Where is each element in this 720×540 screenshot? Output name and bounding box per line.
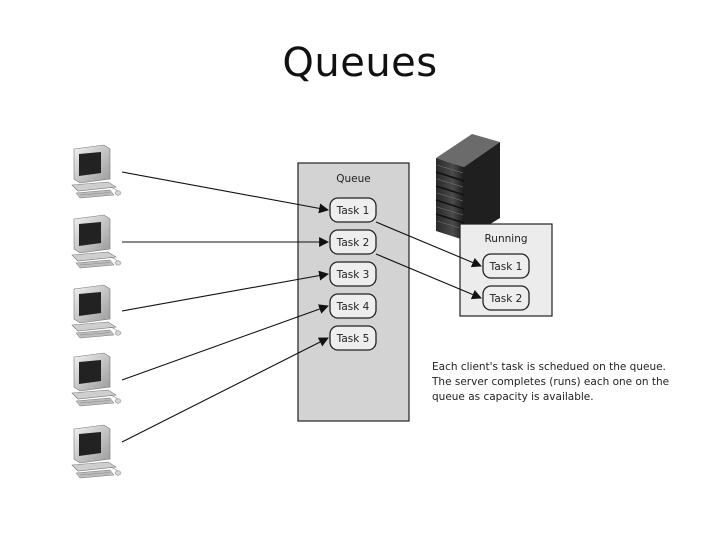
queue-task: Task 2 xyxy=(329,229,377,255)
client-to-queue-arrow xyxy=(121,337,329,443)
queue-task: Task 3 xyxy=(329,261,377,287)
queue-task-label: Task 4 xyxy=(336,301,370,313)
client-computer-icon xyxy=(71,214,122,269)
client-computer-icon xyxy=(71,424,122,479)
queue-task-label: Task 5 xyxy=(336,333,370,345)
client-to-queue-arrow xyxy=(121,171,329,214)
running-label: Running xyxy=(484,233,527,245)
client-to-queue-arrow xyxy=(121,270,329,312)
caption-line: The server completes (runs) each one on … xyxy=(432,376,670,388)
slide-title: Queues xyxy=(282,40,438,86)
running-task-label: Task 1 xyxy=(489,261,523,273)
caption-line: Each client's task is schedued on the qu… xyxy=(432,361,666,373)
queue-task: Task 1 xyxy=(329,197,377,223)
client-to-queue-arrow xyxy=(121,304,329,381)
running-task-label: Task 2 xyxy=(489,293,523,305)
queue-to-running-arrow xyxy=(375,253,482,300)
server-rack-icon xyxy=(435,134,500,240)
client-computer-icon xyxy=(71,352,122,407)
queue-task: Task 4 xyxy=(329,293,377,319)
caption-line: queue as capacity is available. xyxy=(432,391,594,403)
queue-task: Task 5 xyxy=(329,325,377,351)
client-computer-icon xyxy=(71,284,122,339)
running-task: Task 1 xyxy=(482,253,530,279)
running-task: Task 2 xyxy=(482,285,530,311)
client-computer-icon xyxy=(71,144,122,199)
queue-task-label: Task 2 xyxy=(336,237,370,249)
queue-task-label: Task 3 xyxy=(336,269,370,281)
queue-label: Queue xyxy=(336,173,371,185)
queue-task-label: Task 1 xyxy=(336,205,370,217)
queue-to-running-arrow xyxy=(375,221,482,268)
caption: Each client's task is schedued on the qu… xyxy=(432,360,692,405)
